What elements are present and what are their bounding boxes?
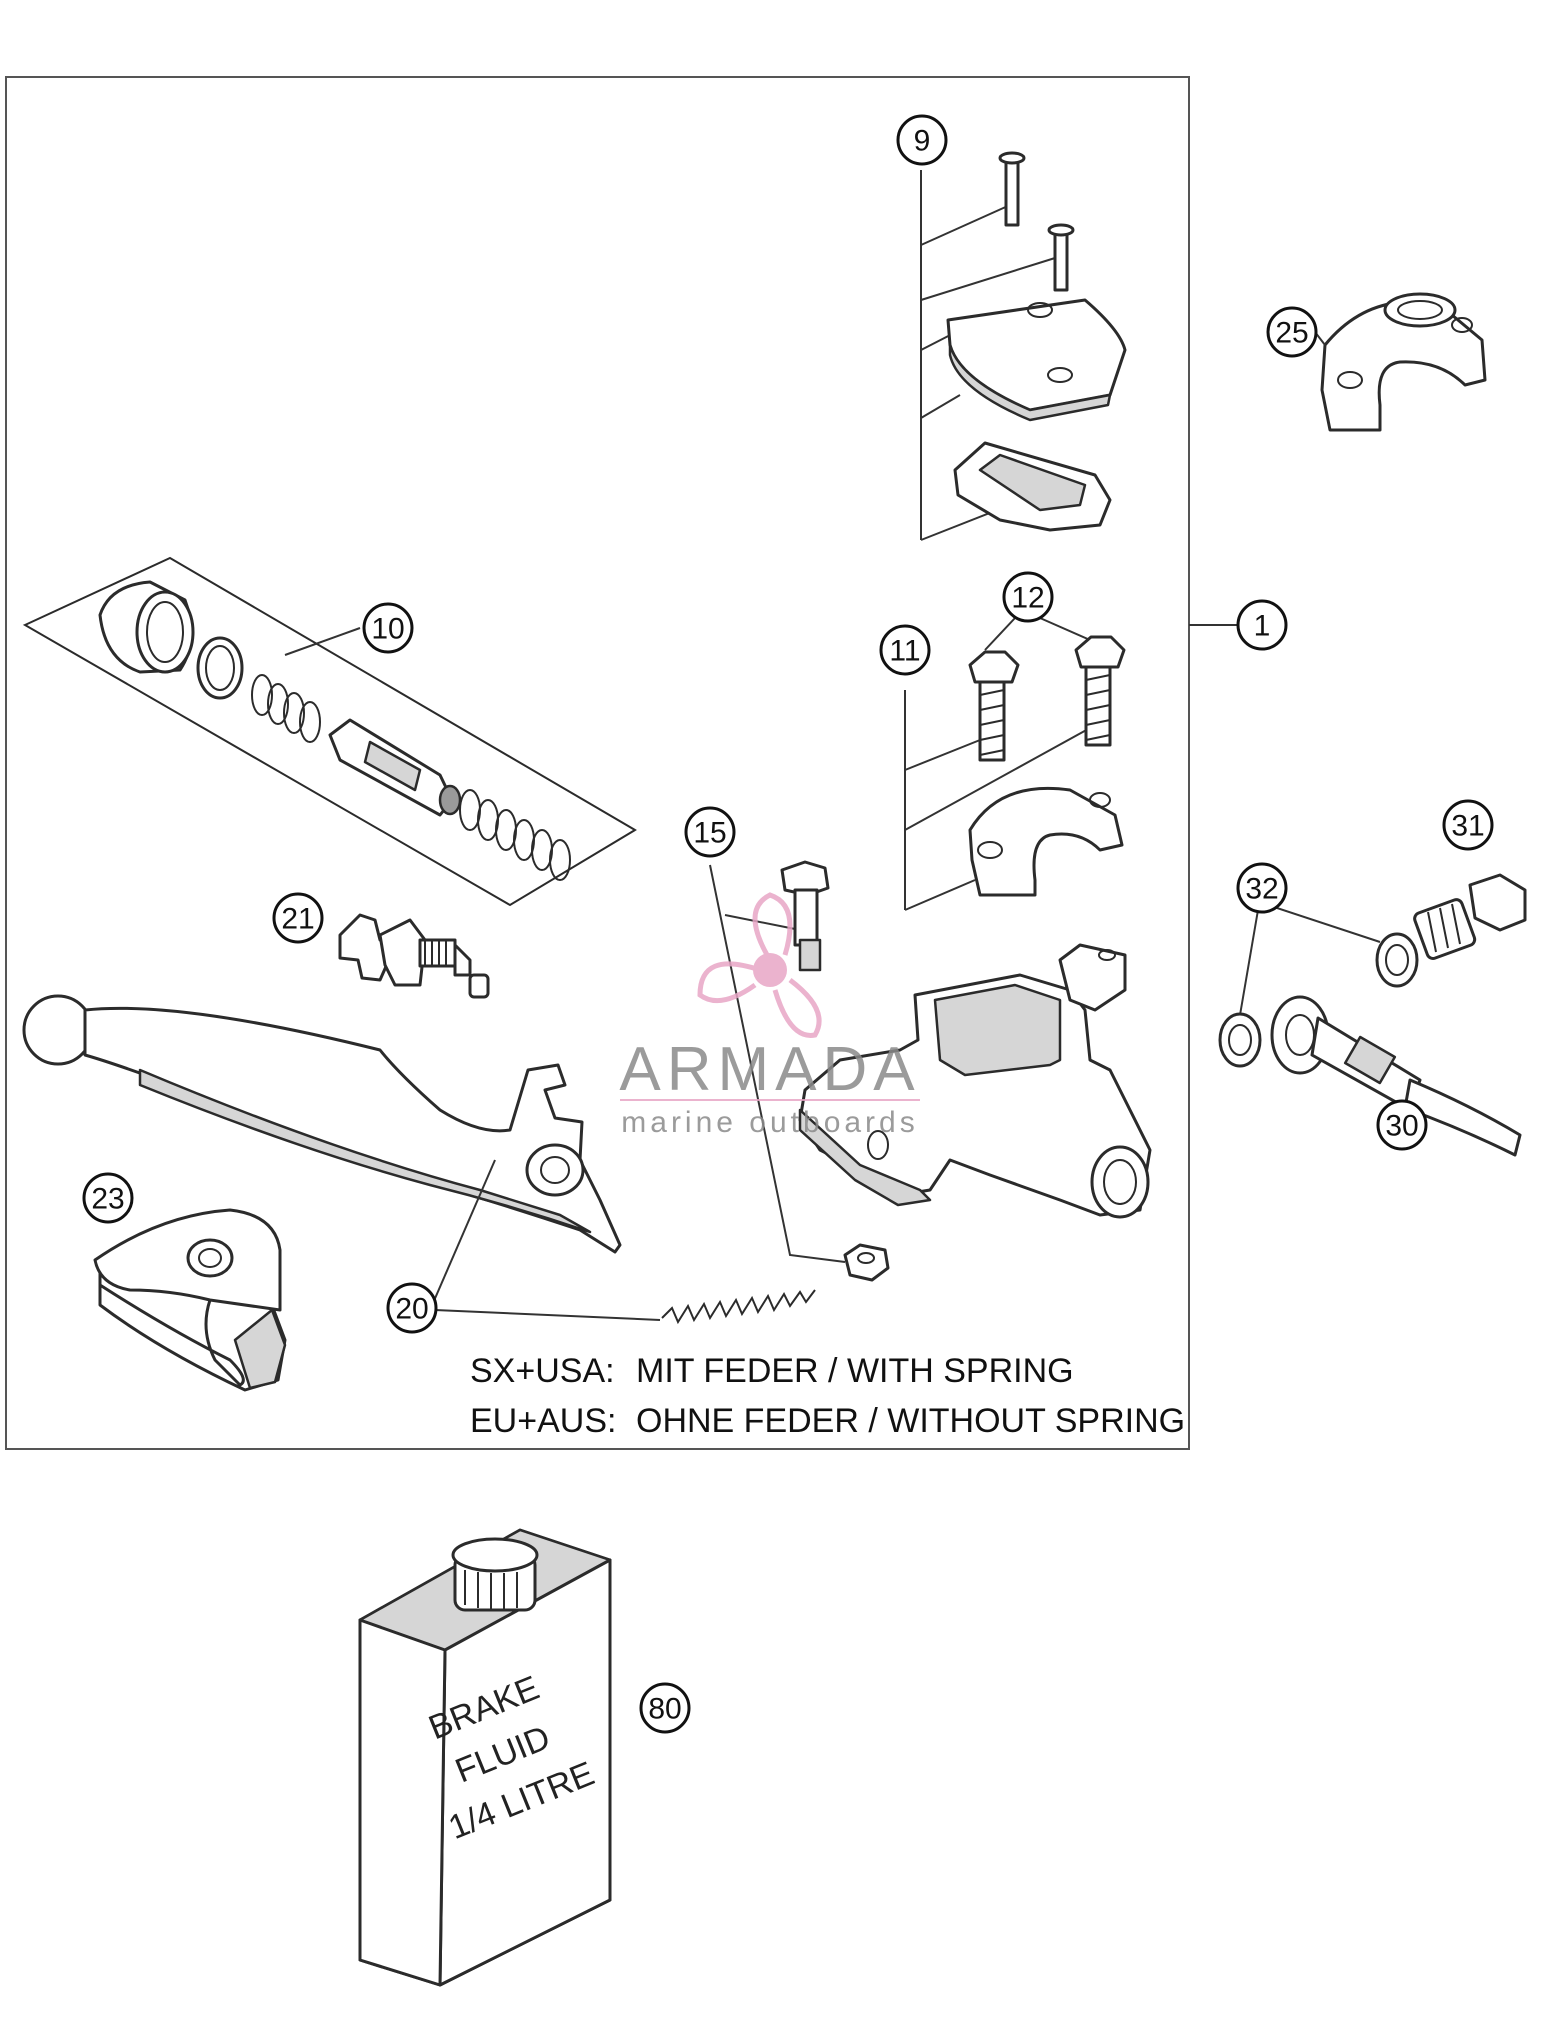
svg-text:31: 31 (1451, 810, 1484, 843)
svg-text:11: 11 (889, 635, 920, 668)
watermark-logo: ARMADA marine outboards (619, 892, 920, 1139)
callout-25: 25 (1266, 306, 1318, 358)
part-21-adjuster (338, 913, 490, 999)
callout-30: 30 (1376, 1099, 1428, 1151)
svg-text:25: 25 (1275, 317, 1308, 350)
callout-23: 23 (82, 1172, 134, 1224)
callout-9: 9 (896, 114, 948, 166)
svg-text:21: 21 (281, 903, 314, 936)
note-line1-text: MIT FEDER / WITH SPRING (636, 1352, 1074, 1390)
svg-text:15: 15 (693, 817, 726, 850)
svg-text:20: 20 (395, 1293, 428, 1326)
part-10-piston-kit (22, 556, 637, 907)
callout-31: 31 (1442, 799, 1494, 851)
svg-text:9: 9 (914, 125, 931, 158)
callout-32: 32 (1236, 862, 1288, 914)
watermark-brand: ARMADA (619, 1035, 920, 1104)
note-line2-text: OHNE FEDER / WITHOUT SPRING (636, 1402, 1185, 1440)
watermark-tagline: marine outboards (621, 1106, 918, 1139)
master-cylinder-body (798, 943, 1152, 1219)
part-9-reservoir-cover-kit (920, 151, 1127, 541)
part-80-brake-fluid: BRAKE FLUID 1/4 LITRE (358, 1528, 612, 1987)
callout-11: 11 (879, 624, 931, 676)
part-15-bolt-nut (709, 860, 890, 1282)
callout-1: 1 (1236, 599, 1288, 651)
part-25-clamp (1320, 292, 1487, 432)
note-line1-prefix: SX+USA: (470, 1352, 615, 1390)
spring-notes: SX+USA: MIT FEDER / WITH SPRING EU+AUS: … (470, 1352, 1185, 1440)
svg-text:12: 12 (1011, 582, 1044, 615)
part-30-32-brake-line (1218, 873, 1527, 1157)
svg-text:10: 10 (371, 613, 404, 646)
callout-20: 20 (386, 1282, 438, 1334)
svg-text:30: 30 (1385, 1110, 1418, 1143)
callout-21: 21 (272, 892, 324, 944)
svg-text:1: 1 (1254, 610, 1271, 643)
callout-80: 80 (639, 1682, 691, 1734)
note-line2-prefix: EU+AUS: (470, 1402, 616, 1440)
callout-15: 15 (684, 806, 736, 858)
propeller-icon (697, 892, 822, 1038)
svg-text:23: 23 (91, 1183, 124, 1216)
part-20-lever (22, 994, 622, 1311)
assembly-frame (5, 76, 1190, 1450)
callout-10: 10 (362, 602, 414, 654)
part-23-boot (93, 1208, 287, 1392)
svg-text:80: 80 (648, 1693, 681, 1726)
part-11-12-bolts-clamp (904, 617, 1126, 911)
callout-12: 12 (1002, 571, 1054, 623)
part-20-spring (434, 1289, 816, 1325)
svg-text:32: 32 (1245, 873, 1278, 906)
